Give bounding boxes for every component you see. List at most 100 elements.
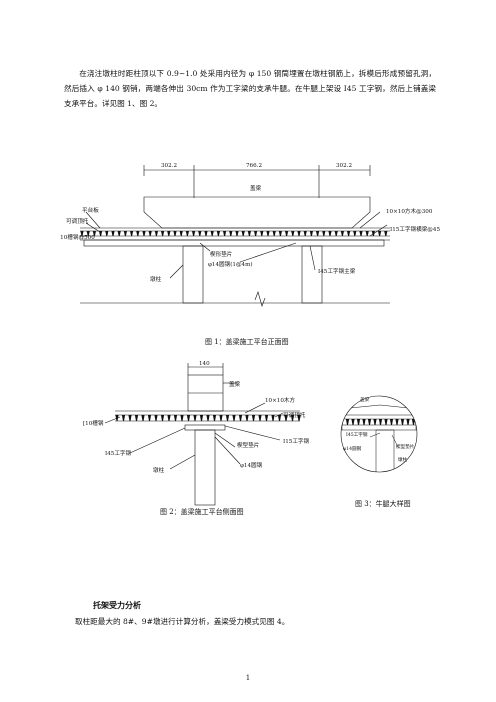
fig2-i45-label: I45工字钢 — [105, 449, 132, 457]
fig1-column-label: 墩柱 — [150, 275, 162, 283]
crossbeam-tooth — [291, 231, 295, 236]
crossbeam-tooth — [247, 231, 251, 236]
crossbeam-tooth — [225, 415, 230, 421]
crossbeam-tooth — [264, 415, 269, 421]
crossbeam-tooth — [328, 231, 332, 236]
crossbeam-tooth — [235, 231, 239, 236]
fig1-pin-label: φ14圆钢(1@4m) — [208, 260, 253, 268]
fig1-main-beam-label: I45工字钢主梁 — [318, 267, 356, 275]
crossbeam-tooth — [128, 415, 132, 421]
crossbeam-tooth — [278, 231, 282, 236]
crossbeam-tooth — [232, 415, 236, 421]
crossbeam-tooth — [241, 231, 245, 236]
crossbeam-tooth — [173, 231, 177, 236]
crossbeam-tooth — [117, 231, 121, 236]
crossbeam-tooth — [142, 231, 146, 236]
crossbeam-tooth — [353, 231, 357, 236]
page-number: 1 — [245, 674, 251, 682]
crossbeam-tooth — [160, 415, 165, 421]
intro-paragraph: 在浇注墩柱时距柱顶以下 0.9~1.0 处采用内径为 φ 150 钢筒埋置在墩柱… — [64, 69, 436, 108]
cap-beam-shape — [143, 196, 371, 229]
left-column-shape — [182, 245, 204, 304]
crossbeam-tooth — [193, 415, 197, 421]
crossbeam-tooth — [199, 415, 204, 421]
crossbeam-tooth — [204, 231, 208, 236]
crossbeam-tooth — [223, 231, 227, 236]
crossbeam-tooth — [173, 415, 178, 421]
crossbeam-tooth — [115, 415, 119, 421]
crossbeam-tooth — [260, 231, 264, 236]
fig2-channel-label: [10槽钢 — [83, 419, 104, 427]
figure-2-side-elevation: 140 盖梁 10×10木方 可调顶托 [10槽钢 I15工字钢 楔型垫片 I4… — [83, 361, 310, 506]
crossbeam-tooth — [411, 419, 416, 425]
crossbeam-tooth — [216, 231, 220, 236]
figure-1-caption: 图 1：盖梁施工平台正面图 — [205, 338, 289, 346]
fig2-adjustable-label: 可调顶托 — [283, 411, 306, 419]
crossbeam-tooth — [316, 231, 320, 236]
crossbeam-tooth — [136, 231, 140, 236]
crossbeam-tooth — [167, 231, 171, 236]
crossbeam-tooth — [303, 231, 307, 236]
crossbeam-tooth — [123, 231, 127, 236]
fig2-i15-label: I15工字钢 — [283, 437, 310, 445]
crossbeam-tooth — [148, 231, 152, 236]
crossbeam-tooth — [351, 419, 355, 425]
crossbeam-tooth — [161, 231, 165, 236]
crossbeam-tooth — [179, 231, 183, 236]
fig1-dim-middle: 766.2 — [246, 163, 262, 169]
crossbeam-tooth — [80, 231, 84, 236]
crossbeam-tooth — [251, 415, 256, 421]
fig3-i45-label: I45工字钢 — [346, 431, 368, 438]
crossbeam-tooth — [384, 419, 388, 425]
crossbeam-tooth — [186, 415, 191, 421]
crossbeam-tooth — [134, 415, 139, 421]
crossbeam-tooth — [86, 231, 90, 236]
crossbeam-tooth — [309, 231, 313, 236]
crossbeam-tooth — [92, 231, 96, 236]
crossbeam-tooth — [285, 231, 289, 236]
crossbeam-tooth — [395, 419, 399, 425]
crossbeam-tooth — [266, 231, 270, 236]
crossbeam-tooth — [147, 415, 152, 421]
figure-2-caption: 图 2：盖梁施工平台侧面图 — [160, 508, 244, 516]
crossbeam-tooth — [258, 415, 262, 421]
crossbeam-tooth — [322, 231, 326, 236]
crossbeam-tooth — [290, 415, 295, 421]
crossbeam-tooth — [271, 415, 275, 421]
crossbeam-tooth — [210, 231, 214, 236]
crossbeam-tooth — [238, 415, 243, 421]
section-title: 托架受力分析 — [93, 600, 141, 610]
crossbeam-tooth — [334, 231, 338, 236]
crossbeam-tooth — [206, 415, 210, 421]
crossbeam-tooth — [141, 415, 145, 421]
crossbeam-tooth — [406, 419, 410, 425]
fig1-platform-label: 平台板 — [82, 206, 99, 214]
crossbeam-tooth — [297, 231, 301, 236]
crossbeam-tooth — [245, 415, 249, 421]
crossbeam-tooth — [347, 231, 351, 236]
fig1-dim-right: 302.2 — [336, 163, 352, 169]
fig1-channel-label: [10槽钢@500 — [60, 233, 95, 241]
fig3-wedge-label: 楔型垫片 — [396, 443, 415, 450]
figure-1-front-elevation: 302.2 766.2 302.2 盖梁 平台板 可调顶托 [10槽钢@500 … — [60, 163, 440, 307]
fig1-adjustable-label: 可调顶托 — [66, 217, 89, 225]
crossbeam-tooth — [367, 419, 372, 425]
crossbeam-tooth — [180, 415, 184, 421]
crossbeam-tooth — [185, 231, 189, 236]
figure-3-corbel-detail: 盖梁 I45工字钢 φ14圆钢 楔型垫片 墩柱 — [340, 395, 418, 473]
crossbeam-tooth — [121, 415, 126, 421]
crossbeam-tooth — [284, 415, 288, 421]
fig2-wedge-label: 楔型垫片 — [237, 441, 260, 449]
crossbeam-tooth — [229, 231, 233, 236]
fig2-cap-beam-label: 盖梁 — [229, 380, 241, 388]
crossbeam-tooth — [99, 231, 103, 236]
crossbeam-tooth — [130, 231, 134, 236]
crossbeam-tooth — [167, 415, 171, 421]
fig2-dim-top: 140 — [199, 361, 210, 367]
fig1-crossbeam-label: I15工字钢横梁@450 — [390, 225, 440, 233]
crossbeam-tooth — [365, 231, 369, 236]
fig1-wedge-label: 楔形垫片 — [210, 250, 233, 258]
fig1-timber-label: 10×10方木@300 — [386, 207, 433, 215]
fig3-column-label: 墩柱 — [398, 456, 408, 463]
crossbeam-tooth — [371, 231, 375, 236]
